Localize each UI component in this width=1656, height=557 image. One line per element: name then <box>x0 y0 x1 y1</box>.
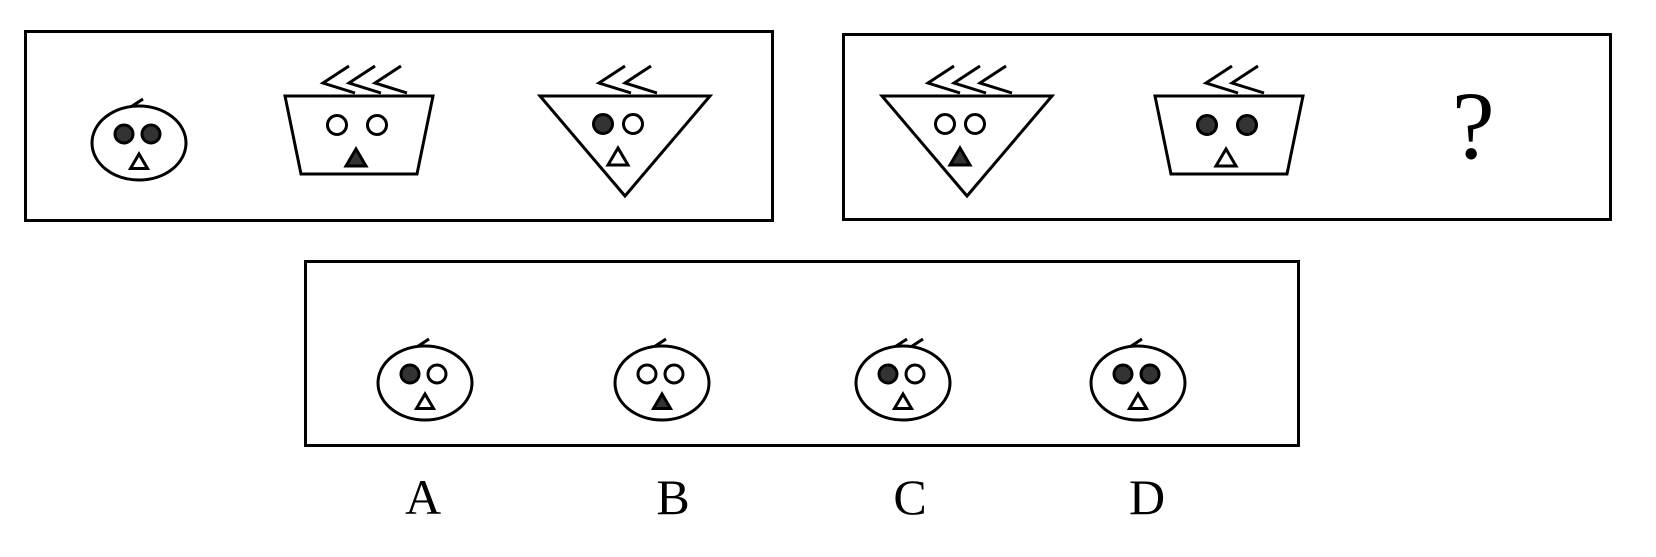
hair-stroke <box>924 64 961 95</box>
head-circle <box>1089 344 1187 422</box>
eye-hollow <box>426 363 448 385</box>
option-d-figure[interactable] <box>1089 300 1200 440</box>
hair-stroke <box>1228 64 1265 95</box>
missing-figure-question-mark: ? <box>1452 72 1495 179</box>
nose-hollow <box>127 151 151 170</box>
hair-stroke <box>371 64 408 95</box>
nose-filled <box>650 391 674 410</box>
eye-hollow <box>366 114 388 136</box>
eye-filled <box>1139 363 1161 385</box>
nose-hollow <box>605 145 631 167</box>
eye-filled <box>1196 114 1218 136</box>
head-trapezoid <box>1153 94 1305 176</box>
option-c-label[interactable]: C <box>893 469 927 525</box>
hair-stroke <box>976 64 1013 95</box>
head-trapezoid <box>283 94 435 176</box>
nose-hollow <box>413 391 437 410</box>
eye-hollow <box>964 113 986 135</box>
head-circle <box>613 344 711 422</box>
hair-stroke <box>345 64 382 95</box>
hair-stroke <box>1202 64 1239 95</box>
hair-stroke <box>319 64 356 95</box>
figure-1-2 <box>283 64 435 176</box>
nose-hollow <box>891 391 915 410</box>
eye-filled <box>140 123 162 145</box>
option-c-figure[interactable] <box>854 300 965 440</box>
option-a-label[interactable]: A <box>404 469 442 525</box>
head-triangle <box>878 94 1056 199</box>
eye-filled <box>592 113 614 135</box>
hair-stroke <box>595 64 632 95</box>
figure-2-1 <box>878 64 1056 199</box>
figure-1-3 <box>536 64 714 199</box>
head-circle <box>854 344 952 422</box>
figure-2-2 <box>1153 64 1305 176</box>
nose-hollow <box>1213 146 1239 168</box>
nose-filled <box>343 146 369 168</box>
head-triangle <box>536 94 714 199</box>
eye-hollow <box>326 114 348 136</box>
nose-filled <box>947 145 973 167</box>
option-b-label[interactable]: B <box>656 469 690 525</box>
eye-hollow <box>622 113 644 135</box>
eye-filled <box>1236 114 1258 136</box>
eye-hollow <box>663 363 685 385</box>
nose-hollow <box>1126 391 1150 410</box>
figure-1-1 <box>90 97 188 182</box>
eye-filled <box>399 363 421 385</box>
eye-filled <box>113 123 135 145</box>
eye-hollow <box>636 363 658 385</box>
head-circle <box>90 104 188 182</box>
option-d-label[interactable]: D <box>1128 469 1166 525</box>
eye-filled <box>1112 363 1134 385</box>
option-b-figure[interactable] <box>613 300 724 440</box>
eye-hollow <box>934 113 956 135</box>
hair-stroke <box>621 64 658 95</box>
option-a-figure[interactable] <box>376 300 487 440</box>
eye-filled <box>877 363 899 385</box>
eye-hollow <box>904 363 926 385</box>
hair-stroke <box>950 64 987 95</box>
head-circle <box>376 344 474 422</box>
